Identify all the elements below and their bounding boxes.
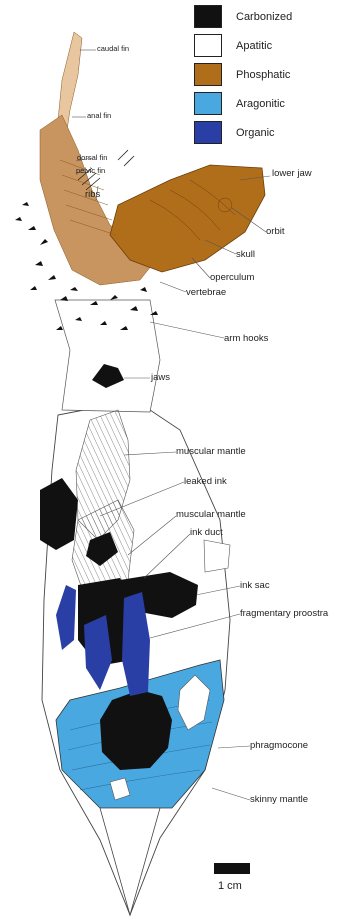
label-muscular-mantle-1: muscular mantle (176, 446, 246, 457)
label-operculum: operculum (210, 272, 254, 283)
label-phragmocone: phragmocone (250, 740, 308, 751)
head-outline (55, 300, 160, 412)
legend-label: Aragonitic (236, 98, 285, 110)
label-ink-sac: ink sac (240, 580, 270, 591)
label-vertebrae: vertebrae (186, 287, 226, 298)
legend-label: Phosphatic (236, 69, 290, 81)
organic-swatch (194, 121, 222, 144)
label-arm-hooks: arm hooks (224, 333, 268, 344)
apatitic-swatch (194, 34, 222, 57)
label-anal-fin: anal fin (87, 111, 111, 120)
label-lower-jaw: lower jaw (272, 168, 312, 179)
label-jaws: jaws (151, 372, 170, 383)
label-skinny-mantle: skinny mantle (250, 794, 308, 805)
label-fragmentary-proostracum: fragmentary proostra (240, 608, 328, 619)
legend-item-aragonitic: Aragonitic (194, 92, 285, 115)
legend-item-phosphatic: Phosphatic (194, 63, 290, 86)
legend-item-carbonized: Carbonized (194, 5, 292, 28)
label-dorsal-fin: dorsal fin (77, 153, 107, 162)
label-ribs: ribs (85, 189, 100, 200)
label-muscular-mantle-2: muscular mantle (176, 509, 246, 520)
legend-item-organic: Organic (194, 121, 275, 144)
label-ink-duct: ink duct (190, 527, 223, 538)
aragonitic-swatch (194, 92, 222, 115)
phosphatic-swatch (194, 63, 222, 86)
legend-item-apatitic: Apatitic (194, 34, 272, 57)
label-orbit: orbit (266, 226, 284, 237)
scale-bar (214, 863, 250, 874)
label-caudal-fin: caudal fin (97, 44, 129, 53)
legend-label: Carbonized (236, 11, 292, 23)
label-leaked-ink: leaked ink (184, 476, 227, 487)
label-pelvic-fin: pelvic fin (76, 166, 105, 175)
label-skull: skull (236, 249, 255, 260)
carbonized-swatch (194, 5, 222, 28)
legend-label: Organic (236, 127, 275, 139)
legend-label: Apatitic (236, 40, 272, 52)
scale-label: 1 cm (218, 880, 242, 892)
